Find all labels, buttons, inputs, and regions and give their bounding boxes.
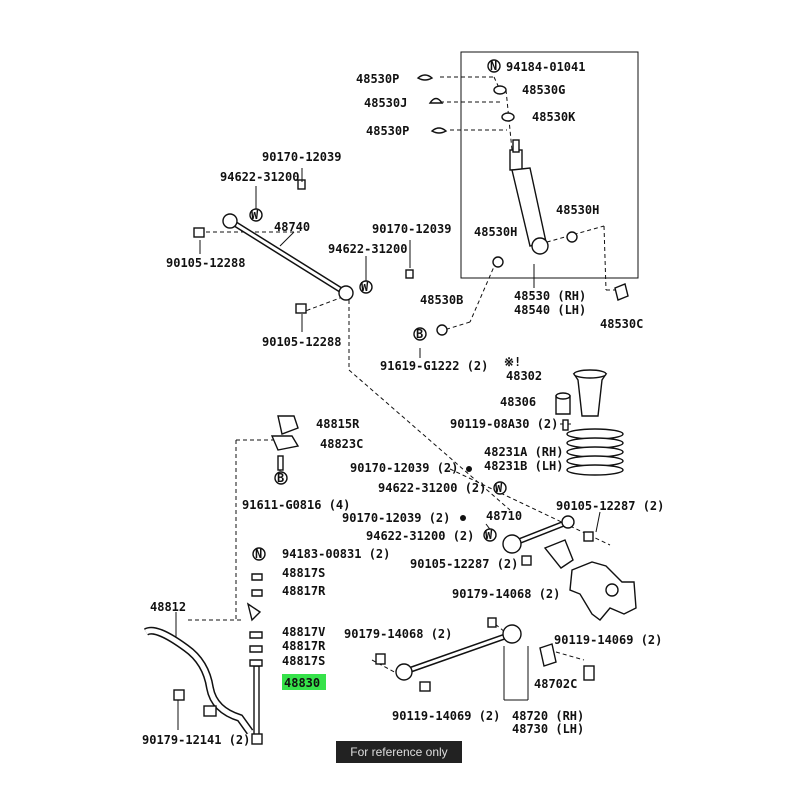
label-48812[interactable]: 48812 [150,600,186,614]
guide-lines [188,76,620,676]
label-48817v[interactable]: 48817V [282,625,325,639]
label-94183[interactable]: 94183-00831 (2) [282,547,390,561]
leader-lines [175,168,601,730]
label-94184[interactable]: 94184-01041 [506,60,585,74]
label-90119-c[interactable]: 90119-14069 (2) [392,709,500,723]
label-94622-b[interactable]: 94622-31200 [328,242,407,256]
symbol-b: B [416,327,423,341]
label-90179-c[interactable]: 90179-12141 (2) [142,733,250,747]
label-90105-b[interactable]: 90105-12288 [262,335,341,349]
label-94622-a[interactable]: 94622-31200 [220,170,299,184]
label-48530b[interactable]: 48530B [420,293,463,307]
symbol-w: W [485,528,493,542]
label-48530c[interactable]: 48530C [600,317,643,331]
coil-spring-assembly [555,369,624,476]
label-48730-lh[interactable]: 48730 (LH) [512,722,584,736]
label-48710[interactable]: 48710 [486,509,522,523]
label-48817s-b[interactable]: 48817S [282,654,325,668]
symbol-b: B [277,471,284,485]
label-48823c[interactable]: 48823C [320,437,363,451]
symbol-w: W [495,481,503,495]
label-48817s-a[interactable]: 48817S [282,566,325,580]
label-48231b[interactable]: 48231B (LH) [484,459,563,473]
label-48540-lh[interactable]: 48540 (LH) [514,303,586,317]
label-90170-c[interactable]: 90170-12039 (2) [350,461,458,475]
label-90105-a[interactable]: 90105-12288 [166,256,245,270]
part-labels: 48530P 94184-01041 48530G 48530J 48530K … [142,60,664,747]
symbol-n: N [490,59,497,73]
label-48702c[interactable]: 48702C [534,677,577,691]
label-90170-b[interactable]: 90170-12039 [372,222,451,236]
label-48231a[interactable]: 48231A (RH) [484,445,563,459]
label-90170-d[interactable]: 90170-12039 (2) [342,511,450,525]
label-48740[interactable]: 48740 [274,220,310,234]
label-48530j[interactable]: 48530J [364,96,407,110]
label-48530k[interactable]: 48530K [532,110,576,124]
label-90170-a[interactable]: 90170-12039 [262,150,341,164]
label-91611[interactable]: 91611-G0816 (4) [242,498,350,512]
label-90119-a[interactable]: 90119-08A30 (2) [450,417,558,431]
stabilizer-link [246,415,300,745]
stabilizer-bar [143,626,254,735]
highlight-box [282,674,326,690]
label-48530h-a[interactable]: 48530H [474,225,517,239]
label-48306[interactable]: 48306 [500,395,536,409]
label-48530g[interactable]: 48530G [522,83,565,97]
label-note: ※! [504,355,521,369]
label-91619[interactable]: 91619-G1222 (2) [380,359,488,373]
upper-control-arm [193,179,414,314]
label-94622-c[interactable]: 94622-31200 (2) [378,481,486,495]
shock-absorber-group-box [460,51,639,279]
axle-housing [569,561,637,621]
symbol-w: W [361,280,369,294]
label-48530-rh[interactable]: 48530 (RH) [514,289,586,303]
label-90119-b[interactable]: 90119-14069 (2) [554,633,662,647]
label-90179-a[interactable]: 90179-14068 (2) [452,587,560,601]
label-48817r-b[interactable]: 48817R [282,639,326,653]
label-94622-d[interactable]: 94622-31200 (2) [366,529,474,543]
label-48815r[interactable]: 48815R [316,417,360,431]
symbol-n: N [255,547,262,561]
label-48530p[interactable]: 48530P [366,124,409,138]
label-48817r-a[interactable]: 48817R [282,584,326,598]
label-90105-c[interactable]: 90105-12287 (2) [556,499,664,513]
label-90179-b[interactable]: 90179-14068 (2) [344,627,452,641]
label-90105-d[interactable]: 90105-12287 (2) [410,557,518,571]
label-48830[interactable]: 48830 [284,676,320,690]
label-48720-rh[interactable]: 48720 (RH) [512,709,584,723]
shock-absorber [416,74,629,336]
label-48530h-b[interactable]: 48530H [556,203,599,217]
label-48302[interactable]: 48302 [506,369,542,383]
symbols: N W W B B W W N [249,59,507,561]
lower-control-arm-48710 [502,515,594,569]
watermark-banner: For reference only [336,741,462,763]
symbol-w: W [251,208,259,222]
label-48530p-top[interactable]: 48530P [356,72,399,86]
lateral-rod-48720 [375,617,595,692]
